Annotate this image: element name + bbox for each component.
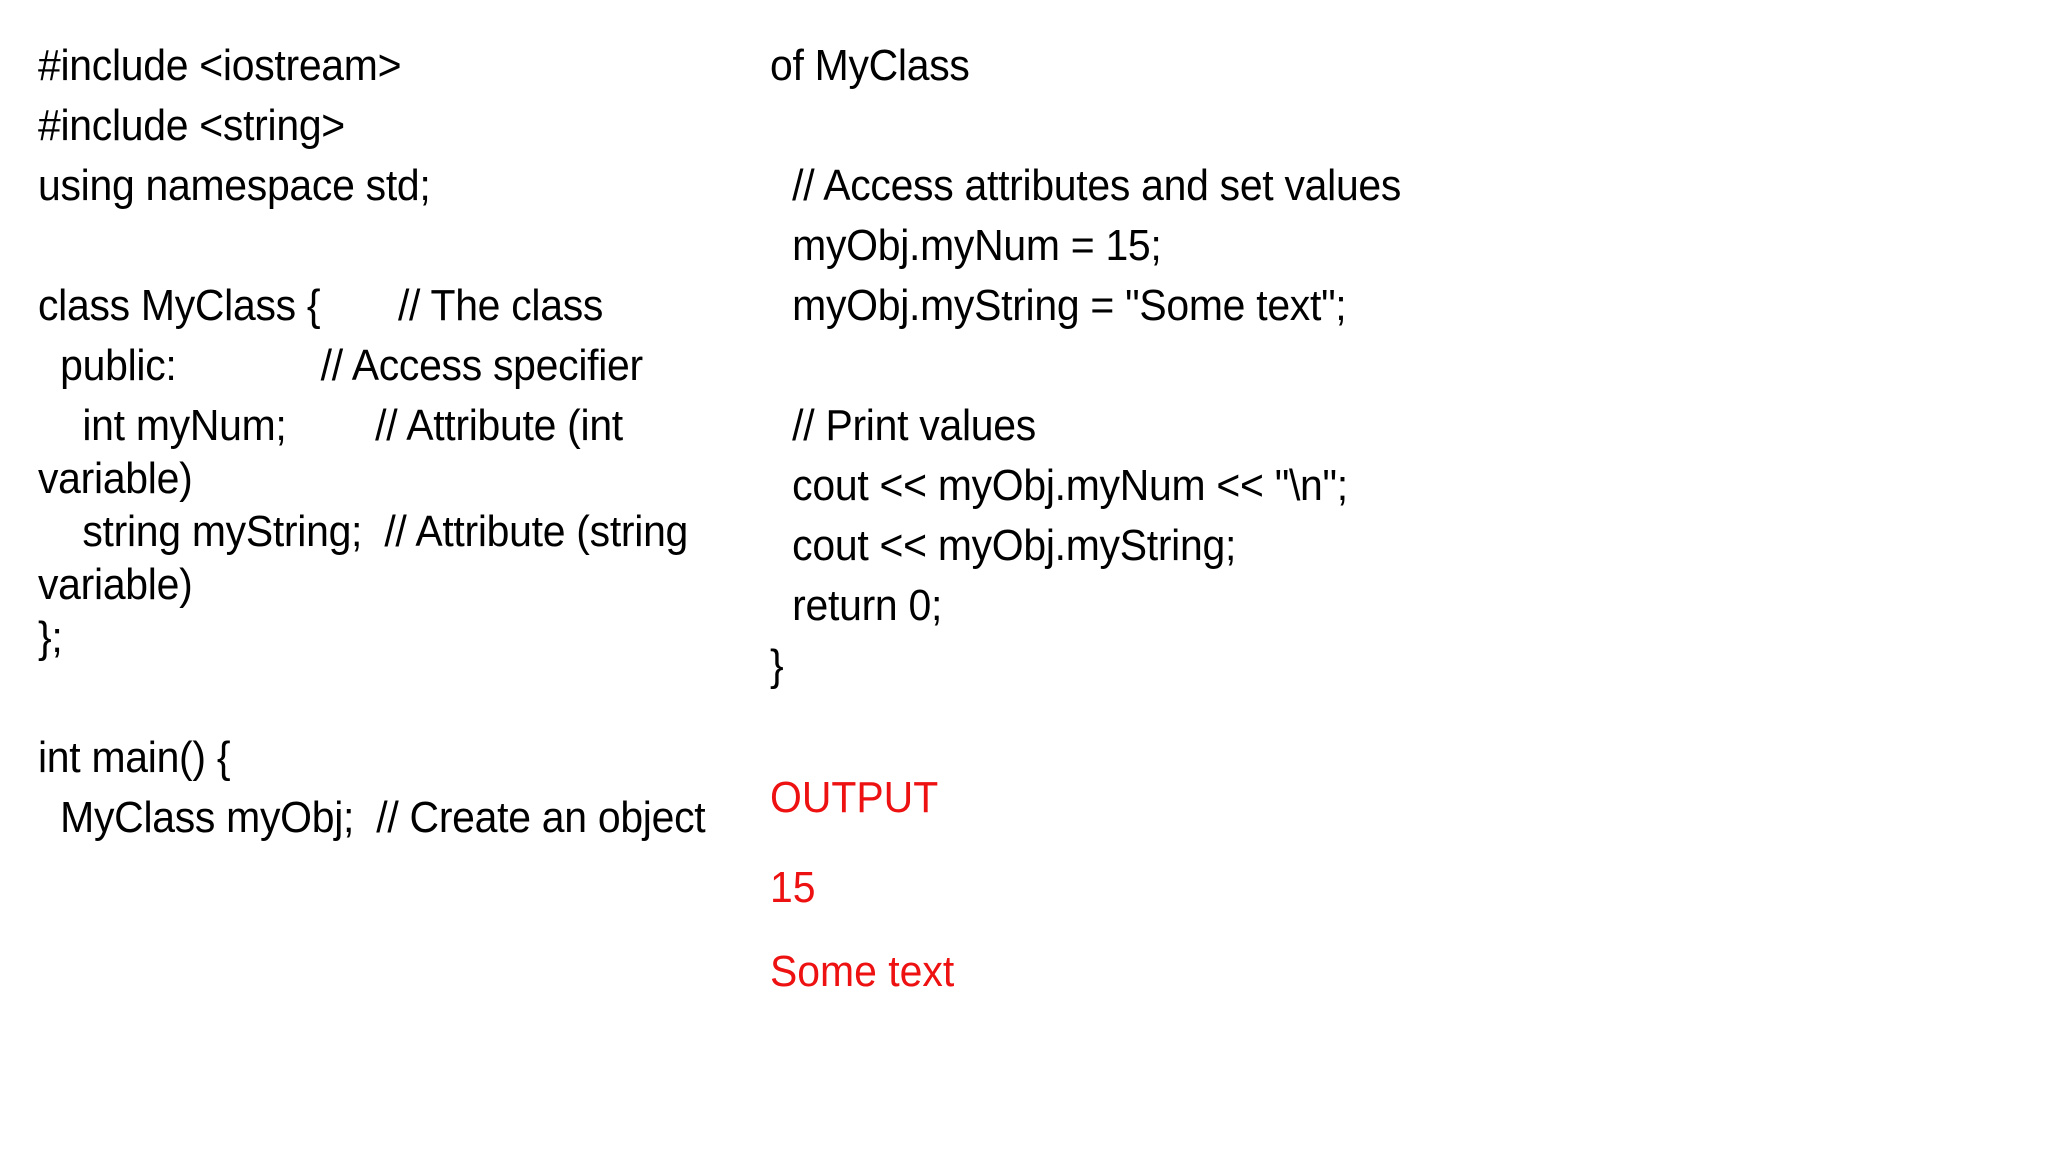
left-code-column: #include <iostream> #include <string> usin…: [38, 0, 778, 884]
code-line: #include <iostream>: [38, 41, 402, 90]
output-value: 15: [770, 863, 816, 912]
code-line: of MyClass: [770, 41, 970, 90]
code-blank-line: [38, 668, 726, 728]
output-block: OUTPUT 15 Some text: [770, 732, 2020, 1032]
code-line: myObj.myNum = 15;: [770, 221, 1162, 270]
code-line: using namespace std;: [38, 161, 431, 210]
code-line: int myNum; // Attribute (int: [38, 401, 623, 450]
code-line: };: [38, 613, 63, 662]
code-line: return 0;: [770, 581, 943, 630]
code-blank-line: [770, 96, 1933, 156]
code-blank-line: [38, 216, 726, 276]
left-code-block: #include <iostream> #include <string> usin…: [38, 36, 778, 848]
right-code-column: of MyClass // Access attributes and set …: [770, 0, 2020, 1068]
code-line: myObj.myString = "Some text";: [770, 281, 1347, 330]
code-line: // Access attributes and set values: [770, 161, 1402, 210]
code-line: #include <string>: [38, 101, 345, 150]
code-line: cout << myObj.myNum << "\n";: [770, 461, 1348, 510]
code-line: cout << myObj.myString;: [770, 521, 1237, 570]
code-line: public: // Access specifier: [38, 341, 643, 390]
code-blank-line: [770, 336, 1933, 396]
code-line: variable): [38, 560, 193, 609]
code-line: class MyClass { // The class: [38, 281, 604, 330]
code-line: string myString; // Attribute (string: [38, 507, 689, 556]
code-line: // Print values: [770, 401, 1036, 450]
output-value: Some text: [770, 947, 955, 996]
code-line: int main() {: [38, 733, 231, 782]
code-line: variable): [38, 454, 193, 503]
code-line: MyClass myObj; // Create an object: [38, 793, 706, 842]
output-heading: OUTPUT: [770, 773, 939, 822]
right-code-block: of MyClass // Access attributes and set …: [770, 36, 2020, 696]
code-line: }: [770, 641, 784, 690]
